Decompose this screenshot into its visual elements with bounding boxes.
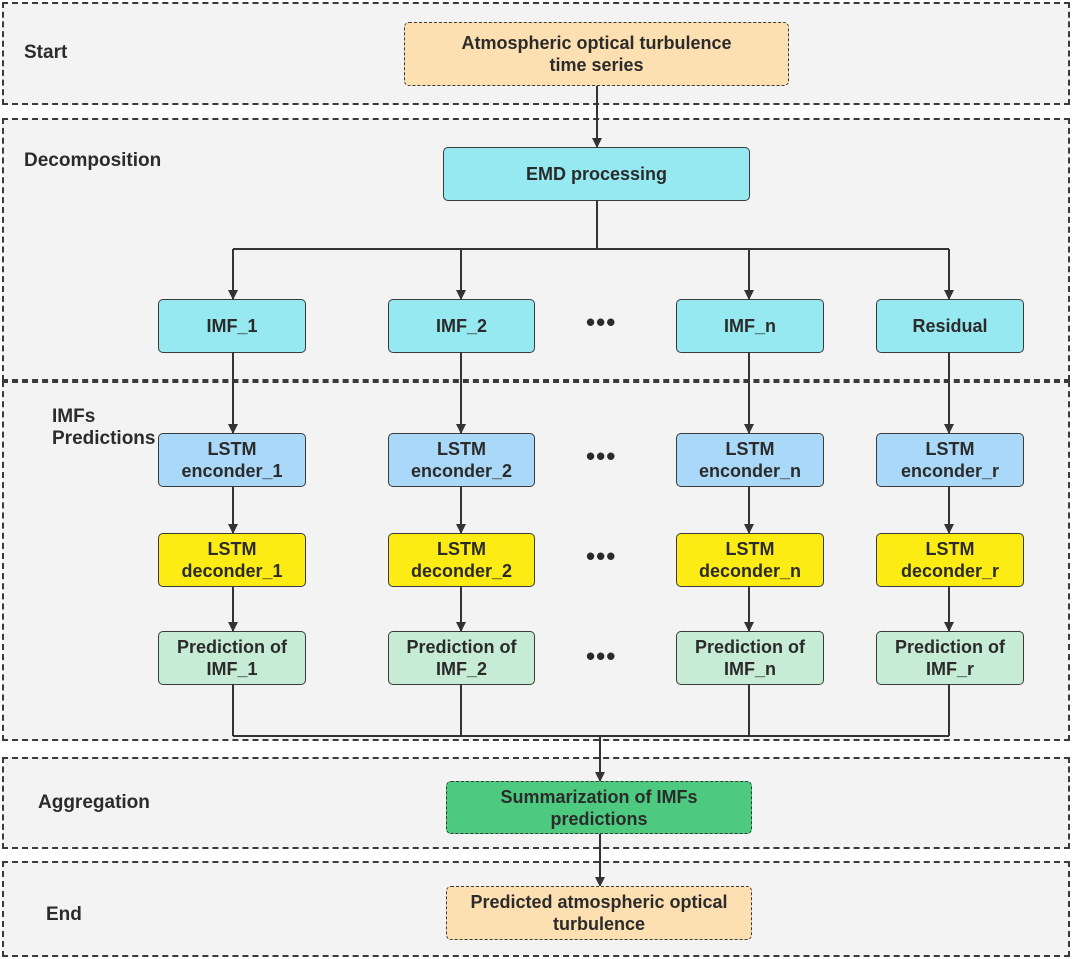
- imf-1-node: IMF_1: [158, 299, 306, 353]
- ellipsis-prediction-row: •••: [586, 641, 617, 671]
- lstm-encoder-2-node: LSTM enconder_2: [388, 433, 535, 487]
- prediction-imf-1-node: Prediction of IMF_1: [158, 631, 306, 685]
- section-label-start: Start: [24, 42, 68, 63]
- imf-n-node: IMF_n: [676, 299, 824, 353]
- prediction-imf-r-node: Prediction of IMF_r: [876, 631, 1024, 685]
- section-label-decomposition: Decomposition: [24, 150, 162, 171]
- lstm-encoder-r-node: LSTM enconder_r: [876, 433, 1024, 487]
- prediction-imf-2-node: Prediction of IMF_2: [388, 631, 535, 685]
- section-label-aggregation: Aggregation: [38, 792, 150, 813]
- section-label-imfs-predictions: IMFs Predictions: [52, 406, 156, 449]
- ellipsis-decoder-row: •••: [586, 541, 617, 571]
- emd-processing-node: EMD processing: [443, 147, 750, 201]
- ellipsis-imf-row: •••: [586, 307, 617, 337]
- lstm-encoder-n-node: LSTM enconder_n: [676, 433, 824, 487]
- residual-node: Residual: [876, 299, 1024, 353]
- input-time-series-node: Atmospheric optical turbulence time seri…: [404, 22, 789, 86]
- lstm-decoder-1-node: LSTM deconder_1: [158, 533, 306, 587]
- imf-2-node: IMF_2: [388, 299, 535, 353]
- summarization-node: Summarization of IMFs predictions: [446, 781, 752, 834]
- prediction-imf-n-node: Prediction of IMF_n: [676, 631, 824, 685]
- output-prediction-node: Predicted atmospheric optical turbulence: [446, 886, 752, 940]
- lstm-decoder-r-node: LSTM deconder_r: [876, 533, 1024, 587]
- lstm-decoder-2-node: LSTM deconder_2: [388, 533, 535, 587]
- section-label-end: End: [46, 904, 82, 925]
- lstm-encoder-1-node: LSTM enconder_1: [158, 433, 306, 487]
- ellipsis-encoder-row: •••: [586, 441, 617, 471]
- lstm-decoder-n-node: LSTM deconder_n: [676, 533, 824, 587]
